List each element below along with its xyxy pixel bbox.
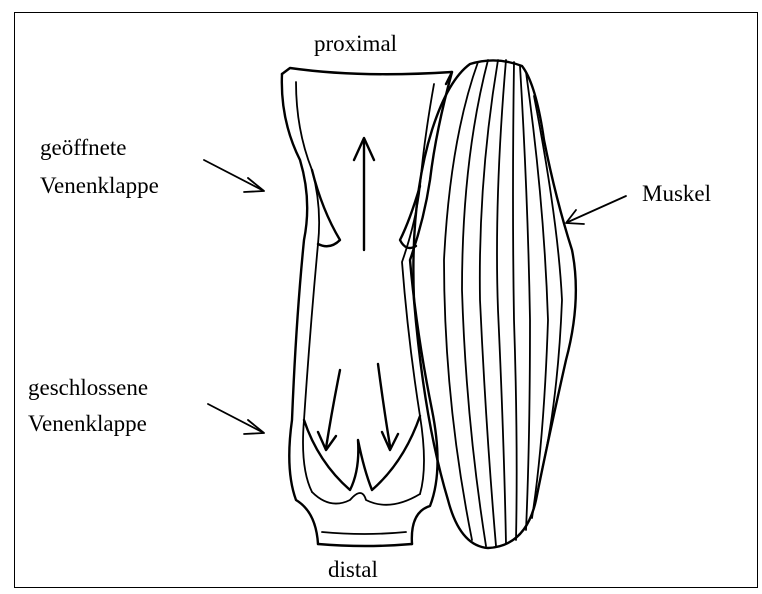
closed-valve-pointer	[208, 404, 262, 432]
downward-flow-arrow-left	[326, 370, 340, 448]
distal-label: distal	[328, 556, 378, 583]
closed-valve-label-line2: Venenklappe	[28, 410, 147, 437]
open-valve-label-line2: Venenklappe	[40, 172, 159, 199]
muscle-pointer	[568, 196, 626, 222]
flow-arrows	[318, 138, 398, 450]
proximal-label: proximal	[314, 30, 397, 57]
open-valve-label-line1: geöffnete	[40, 134, 126, 161]
open-valve	[312, 170, 420, 248]
closed-valve-label-line1: geschlossene	[28, 374, 148, 401]
closed-valve	[304, 416, 420, 505]
open-valve-pointer	[204, 160, 262, 190]
muscle-label: Muskel	[642, 180, 711, 207]
